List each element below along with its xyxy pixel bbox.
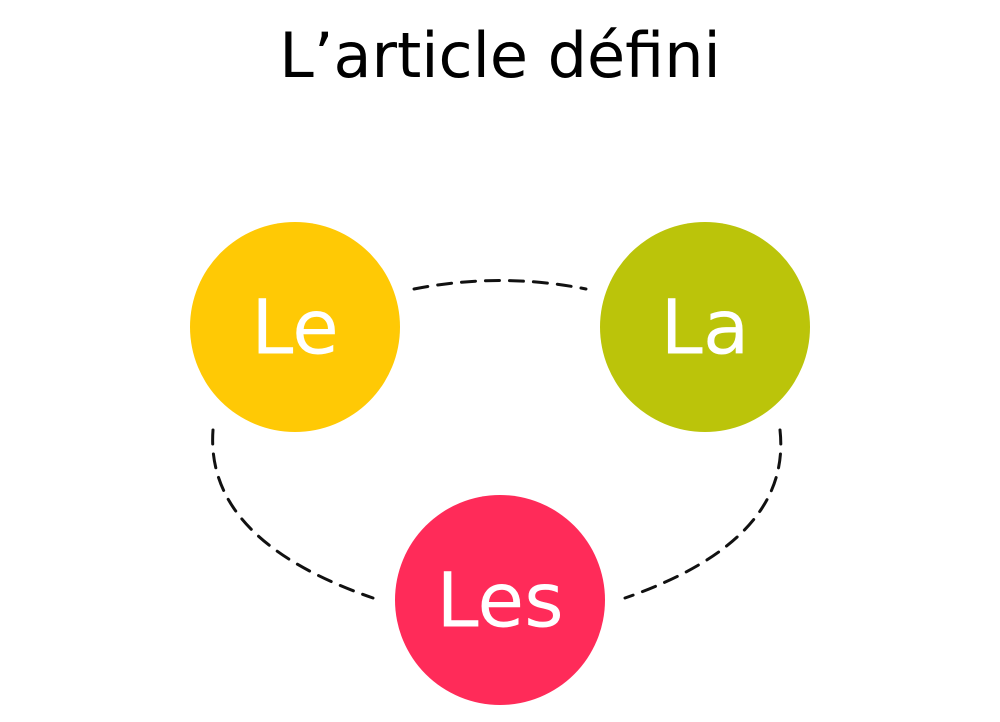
node-le-label: Le (251, 283, 339, 372)
node-le-circle (190, 222, 400, 432)
node-le: Le (190, 222, 400, 432)
page-title: L’article défini (279, 19, 721, 92)
node-les-label: Les (436, 556, 563, 645)
node-la-label: La (661, 283, 750, 372)
node-les: Les (395, 495, 605, 705)
node-les-circle (395, 495, 605, 705)
node-la-circle (600, 222, 810, 432)
connector-la-les (623, 428, 783, 600)
connector-le-les (211, 428, 375, 600)
node-la: La (600, 222, 810, 432)
connector-le-la (412, 279, 588, 291)
